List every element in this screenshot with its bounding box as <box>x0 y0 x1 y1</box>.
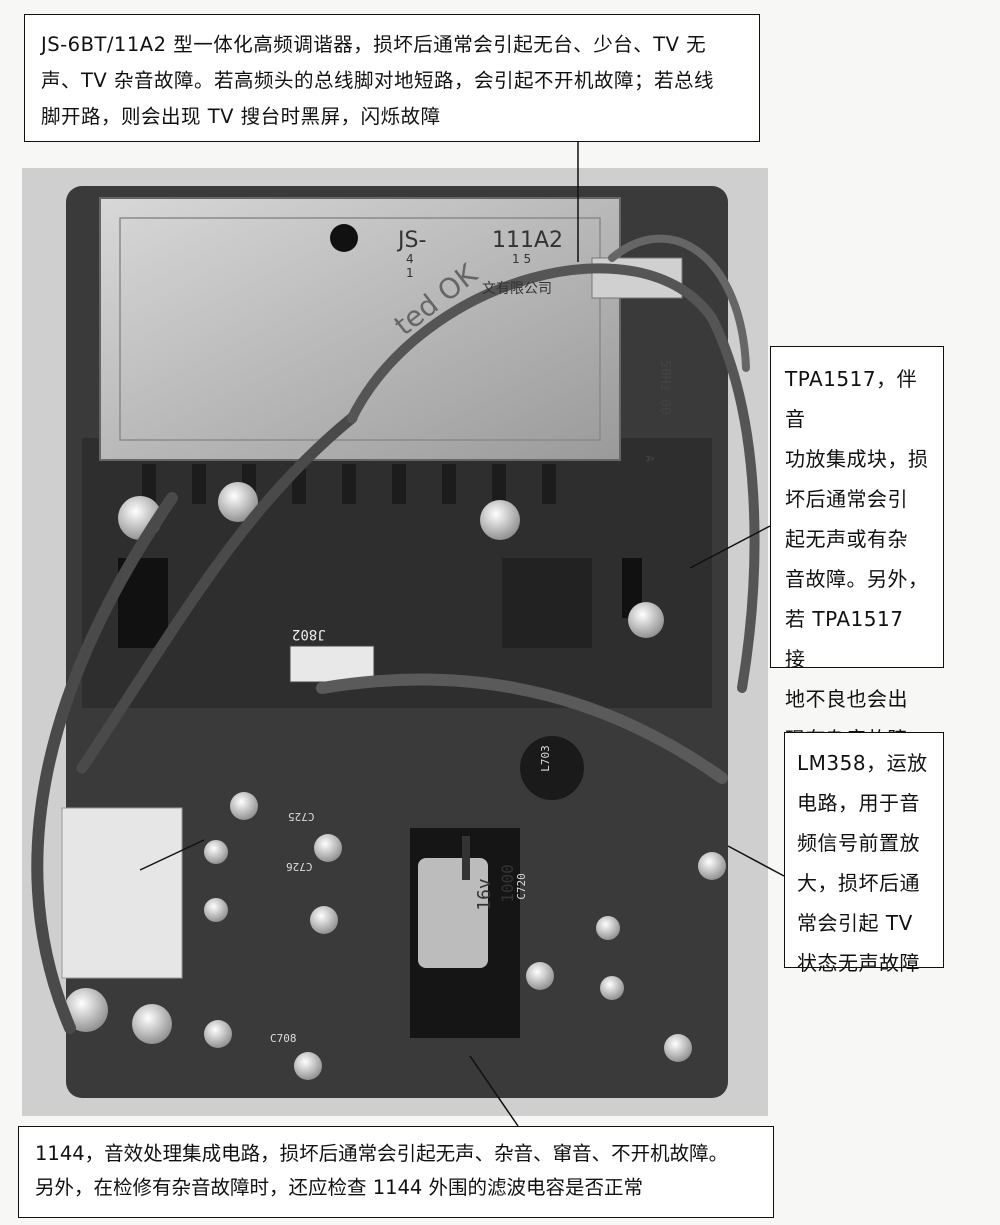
callout-ic1144-text: 1144，音效处理集成电路，损坏后通常会引起无声、杂音、窜音、不开机故障。 另外… <box>35 1142 729 1199</box>
cable-right <box>316 673 728 784</box>
tuner-pins-left: 4 1 <box>406 252 414 280</box>
pcb-label-c708: C708 <box>270 1032 297 1045</box>
callout-ic1144: 1144，音效处理集成电路，损坏后通常会引起无声、杂音、窜音、不开机故障。 另外… <box>18 1126 774 1218</box>
cable-center <box>76 412 358 774</box>
tuner-pins-right: 1 5 <box>512 252 532 266</box>
capacitor-marking-voltage: 16v <box>473 878 495 911</box>
capacitor-marking-capacitance: 1000 <box>497 864 517 903</box>
callout-tuner-text: JS-6BT/11A2 型一体化高频调谐器，损坏后通常会引起无台、少台、TV 无… <box>41 33 714 128</box>
tuner-shield <box>99 197 621 461</box>
pcb-label-a: A <box>642 455 656 462</box>
callout-tpa1517: TPA1517，伴音 功放集成块，损 坏后通常会引 起无声或有杂 音故障。另外，… <box>770 346 944 751</box>
pcb-label-c726: C726 <box>286 860 313 873</box>
pcb-label-j802: J802 <box>292 626 326 642</box>
tuner-maker: 文有限公司 <box>482 281 552 297</box>
pcb-label-c725: C725 <box>288 810 315 823</box>
pcb-label-l703: L703 <box>538 745 552 772</box>
pcb-photo <box>22 168 768 1116</box>
pcb-edge-marking: 50Hz 00 <box>657 360 672 415</box>
callout-lm358-text: LM358，运放 电路，用于音 频信号前置放 大，损坏后通 常会引起 TV 状态… <box>797 751 928 975</box>
tuner-model-right: 111A2 <box>492 228 564 253</box>
callout-lm358: LM358，运放 电路，用于音 频信号前置放 大，损坏后通 常会引起 TV 状态… <box>784 732 944 975</box>
callout-tpa1517-text: TPA1517，伴音 功放集成块，损 坏后通常会引 起无声或有杂 音故障。另外，… <box>785 367 929 751</box>
cable-left <box>31 492 178 1034</box>
callout-tuner: JS-6BT/11A2 型一体化高频调谐器，损坏后通常会引起无台、少台、TV 无… <box>24 14 760 142</box>
tuner-model-left: JS- <box>398 228 427 253</box>
